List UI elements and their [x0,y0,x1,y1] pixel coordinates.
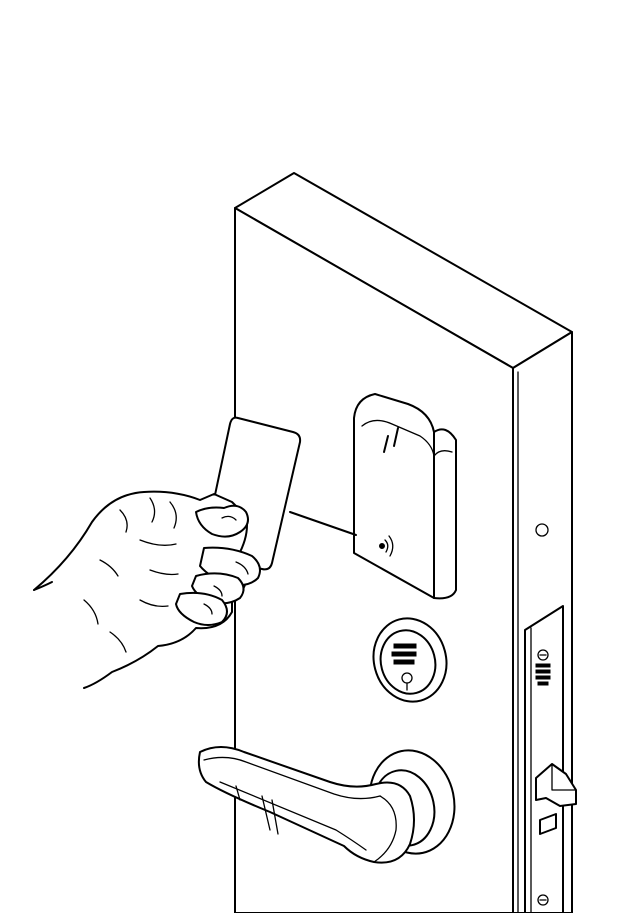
contactless-wave-icon [379,535,394,557]
latch-bolt-icon [535,763,577,835]
hand-icon [33,490,261,689]
pointer-line [289,511,357,536]
key-cylinder-icon [372,617,448,703]
lever-handle-icon [197,746,456,864]
rfid-reader-icon [353,393,457,600]
mortise-faceplate-icon [524,523,577,913]
